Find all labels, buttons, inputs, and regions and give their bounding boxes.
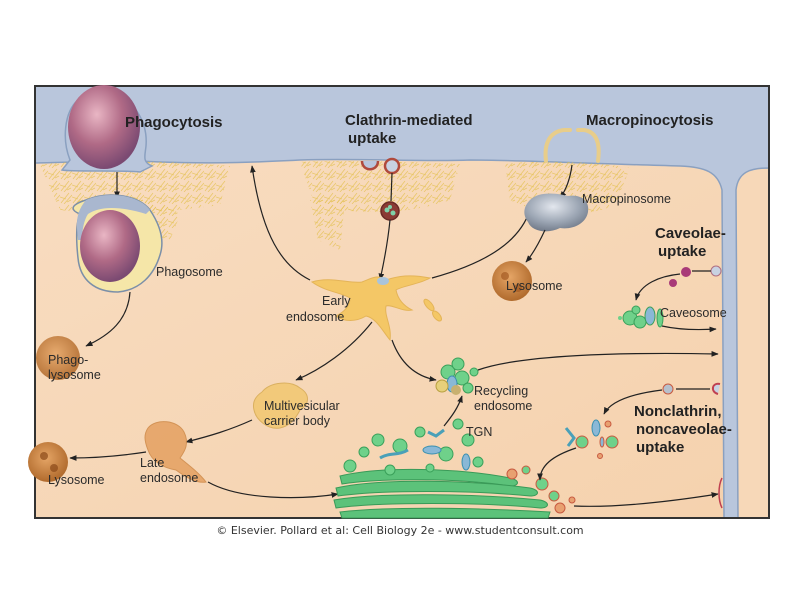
arrow-recycling-to-membrane (477, 350, 719, 371)
caveolae-group: Caveolae- uptake Caveosome (618, 225, 727, 333)
macropinocytosis-title: Macropinocytosis (586, 112, 714, 129)
late-endosome (144, 421, 207, 483)
tgn-label: TGN (466, 425, 492, 439)
caveosome (618, 305, 664, 329)
neighbor-cell (735, 167, 770, 519)
clathrin-coated-pit (360, 160, 380, 171)
phagocytosis-group: Phagocytosis Phagosome Phago- lysosome (36, 85, 223, 382)
nonclathrin-group: Nonclathrin, noncaveolae- uptake (537, 382, 732, 481)
late-endosome-label-2: endosome (140, 471, 198, 485)
membrane-fusion-site (718, 477, 723, 509)
lysosome-left-label: Lysosome (48, 473, 105, 487)
recycling-endosome-group: Recycling endosome (391, 339, 719, 413)
degradative-pathway-group: Multivesicular carrier body Late endosom… (28, 321, 373, 499)
macropinosome-label: Macropinosome (582, 192, 671, 206)
arrow-caveosome-to-membrane (661, 325, 717, 333)
arrow-macropinosome-to-lysosome (525, 229, 546, 263)
recycling-endosome-label-1: Recycling (474, 384, 528, 398)
recycling-endosome-label-2: endosome (474, 399, 532, 413)
phagocytosed-particle (68, 85, 140, 169)
lysosome-right-label: Lysosome (506, 279, 563, 293)
mvb-label-2: carrier body (264, 414, 331, 428)
lysosome-left (28, 442, 68, 482)
nonclathrin-title-3: uptake (636, 439, 684, 456)
early-endosome-group: Early endosome (250, 165, 531, 342)
arrow-mvb-to-late-endosome (185, 419, 253, 444)
caveolar-vesicle-2 (669, 279, 677, 287)
clathrin-title-2: uptake (348, 130, 396, 147)
caveola (710, 265, 722, 277)
copyright-credit: © Elsevier. Pollard et al: Cell Biology … (216, 524, 584, 537)
membrane-ruffle (543, 128, 601, 163)
arrow-late-endosome-to-golgi (207, 481, 339, 499)
arrow-to-early-endosome (378, 219, 391, 281)
arrow-late-endosome-to-lysosome (69, 451, 147, 461)
arrow-to-nonclathrin-carriers (603, 389, 663, 415)
clathrin-coated-vesicle (383, 157, 401, 175)
tgn-vesicles (343, 418, 484, 476)
nonclathrin-title-2: noncaveolae- (636, 421, 732, 438)
lysosome-right (492, 261, 532, 301)
nonclathrin-pit (712, 382, 721, 395)
arrow-golgi-to-membrane (573, 492, 719, 507)
macropinosome (524, 193, 589, 232)
phagolysosome (36, 336, 80, 380)
late-endosome-label-1: Late (140, 456, 164, 470)
arrow-phagosome-to-phagolysosome (85, 291, 131, 347)
caveolar-vesicle-1 (681, 267, 691, 277)
clathrin-group: Clathrin-mediated uptake (345, 112, 473, 281)
clathrin-title-1: Clathrin-mediated (345, 112, 473, 129)
phagosome-label: Phagosome (156, 265, 223, 279)
nonclathrin-title-1: Nonclathrin, (634, 403, 722, 420)
nonclathrin-carriers (564, 419, 619, 459)
caveolae-title-1: Caveolae- (655, 225, 726, 242)
early-endosome-label-1: Early (322, 294, 351, 308)
phagocytosis-title: Phagocytosis (125, 114, 223, 131)
arrow-macropinosome-to-early-endosome (431, 209, 531, 279)
phagolysosome-label-2: lysosome (48, 368, 101, 382)
arrow-early-to-recycling (391, 339, 437, 382)
arrow-tgn-to-recycling (443, 395, 463, 427)
phagolysosome-label-1: Phago- (48, 353, 88, 367)
recycling-endosome (435, 357, 479, 395)
cell-cytoplasm (34, 158, 725, 519)
caveosome-label: Caveosome (660, 306, 727, 320)
nonclathrin-vesicle (662, 383, 674, 395)
uncoating-vesicle (380, 201, 400, 221)
arrow-to-caveosome (634, 273, 681, 301)
multivesicular-carrier-body (253, 382, 308, 429)
macropinocytosis-group: Macropinocytosis Macropinosome Lysosome (492, 112, 714, 301)
mvb-label-1: Multivesicular (264, 399, 340, 413)
golgi-cisternae (333, 468, 551, 519)
arrow-early-endosome-to-membrane (250, 165, 311, 281)
caveolae-title-2: uptake (658, 243, 706, 260)
secretory-vesicles (506, 465, 576, 514)
arrow-nonclathrin-to-golgi (537, 447, 577, 481)
early-endosome-label-2: endosome (286, 310, 344, 324)
golgi-tgn-group: TGN (333, 395, 719, 519)
arrow-early-to-mvb (295, 321, 373, 381)
